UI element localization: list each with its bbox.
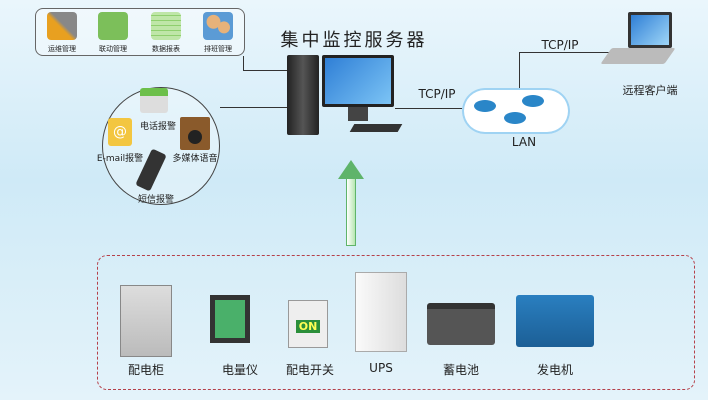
keyboard: [349, 124, 403, 132]
tool-linkage[interactable]: 联动管理: [91, 12, 135, 54]
up-arrow-icon: [338, 160, 364, 179]
device-label[interactable]: 蓄电池: [442, 363, 480, 377]
arrow-shaft: [346, 178, 356, 246]
tool-reports[interactable]: 数据报表: [144, 12, 188, 54]
sms-alarm-label: 短信报警: [137, 195, 175, 205]
monitor-stand: [348, 107, 368, 121]
phone-alarm-label: 电话报警: [139, 122, 177, 132]
users-icon: [203, 12, 233, 40]
connector: [519, 52, 520, 88]
tool-label: 联动管理: [99, 45, 127, 53]
device-label[interactable]: UPS: [369, 361, 393, 375]
device-label[interactable]: 发电机: [536, 363, 574, 377]
phone-icon: [140, 88, 168, 113]
tool-label: 数据报表: [152, 45, 180, 53]
device-label[interactable]: 配电柜: [127, 363, 165, 377]
server-monitor: [322, 55, 394, 107]
lan-cloud-icon: [462, 88, 570, 134]
tool-label: 运维管理: [48, 45, 76, 53]
battery-icon: [427, 303, 495, 345]
spreadsheet-icon: [151, 12, 181, 40]
on-badge: ON: [295, 320, 321, 333]
power-switch-icon: ON: [288, 300, 328, 348]
email-icon: @: [108, 118, 132, 146]
laptop-icon: [628, 12, 672, 48]
connector: [243, 70, 288, 71]
email-alarm-label: E-mail报警: [96, 154, 144, 164]
generator-icon: [516, 295, 594, 347]
power-meter-icon: [210, 295, 250, 343]
device-label[interactable]: 电量仪: [221, 363, 259, 377]
tool-label: 排班管理: [204, 45, 232, 53]
folder-gear-icon: [98, 12, 128, 40]
connector: [243, 56, 244, 71]
speaker-alarm-label: 多媒体语音: [172, 154, 218, 164]
device-label[interactable]: 配电开关: [285, 363, 335, 377]
remote-client-label: 远程客户端: [622, 84, 678, 97]
device-group: [97, 255, 695, 390]
ups-icon: [355, 272, 407, 352]
speaker-icon: [180, 117, 210, 150]
laptop-keyboard: [600, 48, 676, 64]
tcp-ip-label: TCP/IP: [541, 38, 579, 52]
connector: [395, 108, 465, 109]
page-title: 集中监控服务器: [280, 30, 428, 51]
connector: [519, 52, 609, 53]
tool-scheduling[interactable]: 排班管理: [196, 12, 240, 54]
tool-maintenance[interactable]: 运维管理: [40, 12, 84, 54]
connector: [220, 107, 288, 108]
tcp-ip-label: TCP/IP: [418, 87, 456, 101]
distribution-cabinet-icon: [120, 285, 172, 357]
lan-label: LAN: [511, 135, 537, 149]
wrench-icon: [47, 12, 77, 40]
server-tower: [287, 55, 319, 135]
management-toolbox: 运维管理 联动管理 数据报表 排班管理: [35, 8, 245, 56]
